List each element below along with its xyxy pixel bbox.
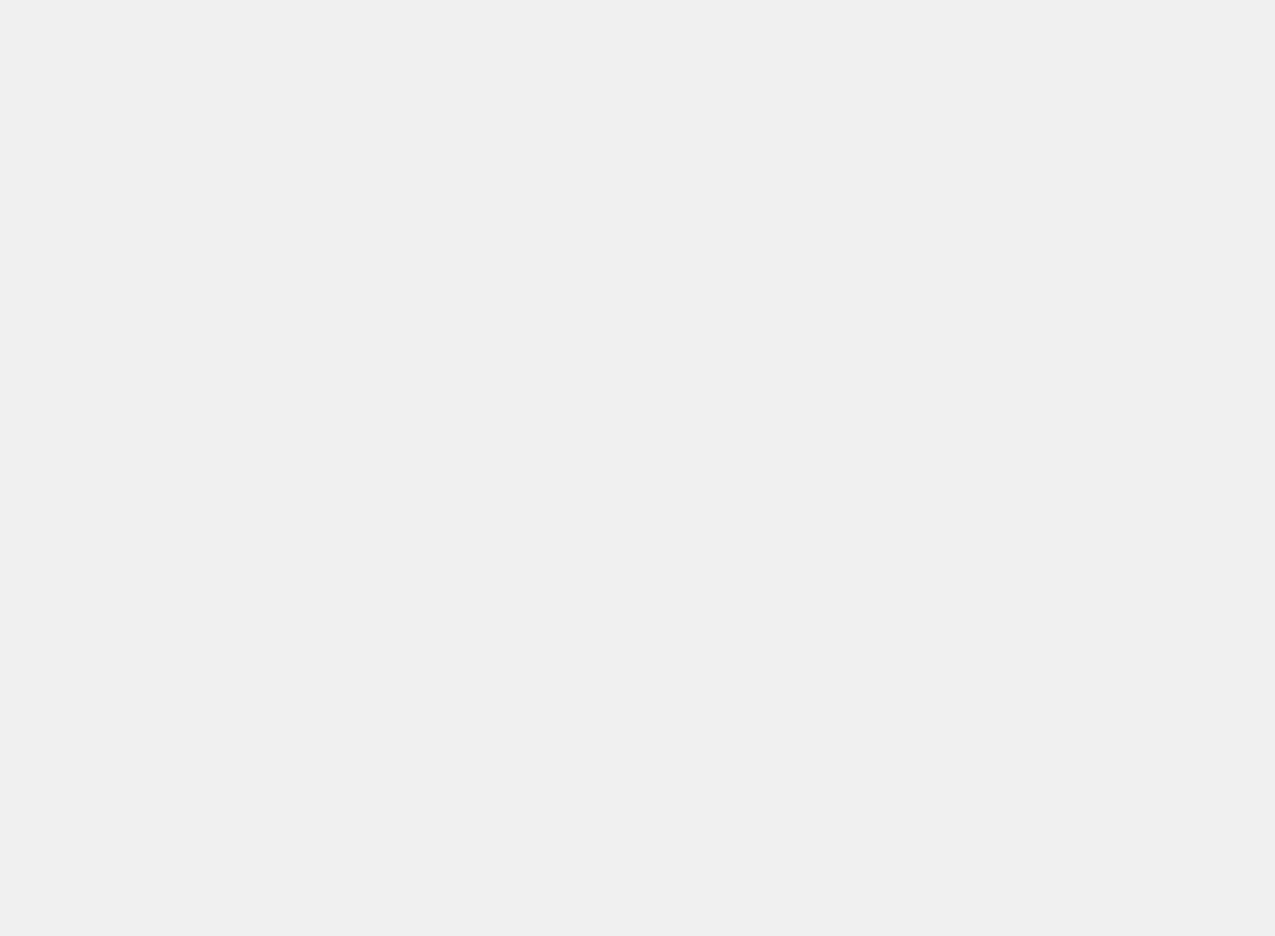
page-note xyxy=(0,0,1275,48)
